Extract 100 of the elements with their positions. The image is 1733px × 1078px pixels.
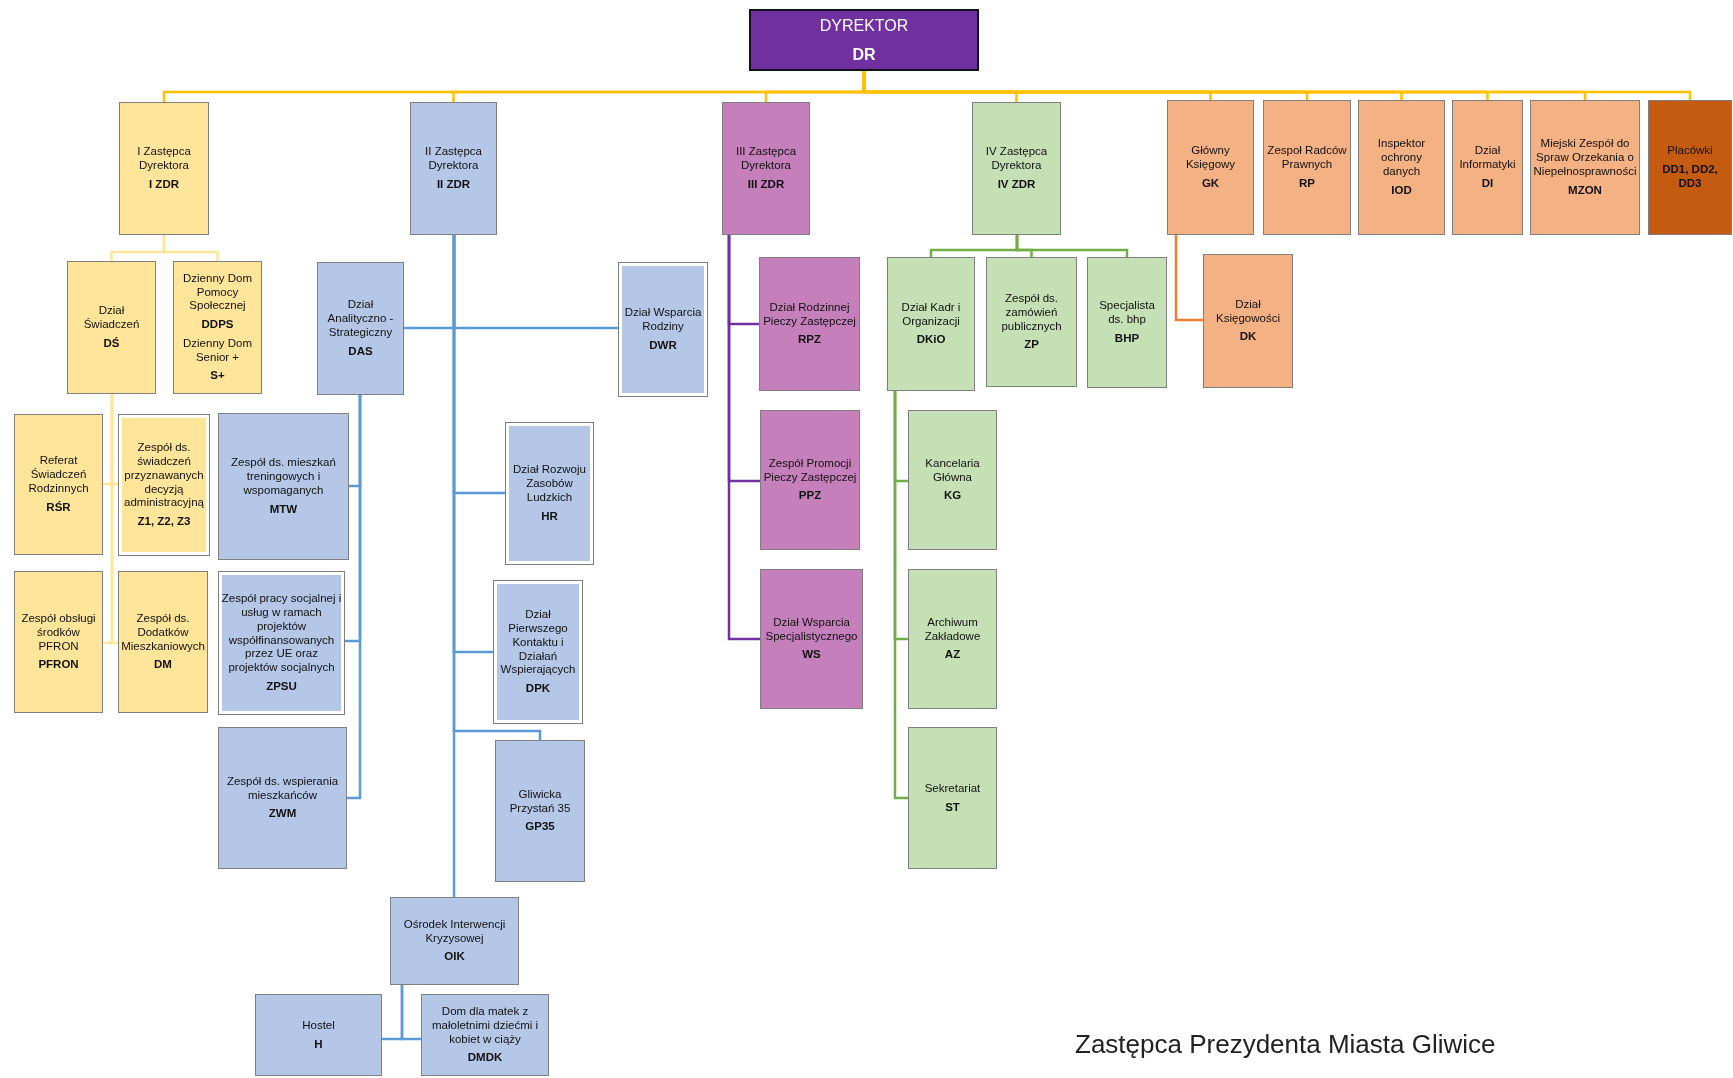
unit-name: Gliwicka Przystań 35 xyxy=(508,787,572,816)
unit-code: BHP xyxy=(1114,331,1140,346)
org-unit-box xyxy=(505,422,594,565)
unit-name: Zespół ds. świadczeń przyznawanych decyzją administracyjną xyxy=(123,441,205,511)
unit-code: DMDK xyxy=(467,1051,503,1066)
org-unit-box xyxy=(14,571,103,713)
unit-code: H xyxy=(314,1037,323,1052)
connector-line xyxy=(347,395,362,800)
unit-code: DWR xyxy=(649,338,677,353)
unit-code: DI xyxy=(1481,176,1494,191)
unit-code: S+ xyxy=(210,369,225,384)
unit-code: I ZDR xyxy=(149,177,179,192)
unit-name: Dział Rodzinnej Pieczy Zastępczej xyxy=(762,300,857,329)
unit-name: Ośrodek Interwencji Kryzysowej xyxy=(402,917,507,946)
org-unit-box xyxy=(1452,100,1523,235)
unit-code: DPK xyxy=(525,682,551,696)
unit-code: GP35 xyxy=(525,820,555,835)
unit-name: Dział Świadczeń xyxy=(82,304,141,332)
unit-name: I Zastępca Dyrektora xyxy=(136,145,192,173)
footer-text: Zastępca Prezydenta Miasta Gliwice xyxy=(1075,1029,1496,1060)
unit-name: Specjalista ds. bhp xyxy=(1098,299,1156,327)
unit-name: Dzienny Dom Senior + xyxy=(182,336,253,365)
connector-line xyxy=(727,235,760,641)
org-unit-box xyxy=(317,262,404,395)
org-unit-box xyxy=(760,569,863,709)
org-unit-box xyxy=(1358,100,1445,235)
unit-name: Zespół pracy socjalnej i usług w ramach projektów współfinansowanych przez UE oraz projektów socjalnych xyxy=(221,592,342,675)
unit-name: Zespół Promocji Pieczy Zastępczej xyxy=(763,456,857,485)
org-unit-box xyxy=(1087,257,1167,388)
unit-code: DKiO xyxy=(916,333,946,348)
unit-name: Dział Pierwszego Kontaktu i Działań Wspierających xyxy=(499,608,577,678)
unit-code: III ZDR xyxy=(747,177,785,192)
unit-name: Hostel xyxy=(302,1018,335,1033)
unit-name: Kancelaria Główna xyxy=(924,456,981,485)
connector-line xyxy=(400,985,421,1041)
unit-name: Referat Świadczeń Rodzinnych xyxy=(27,454,90,496)
org-unit-box xyxy=(722,102,810,235)
unit-code: PFRON xyxy=(38,658,79,673)
org-unit-box xyxy=(986,257,1077,387)
org-unit-box xyxy=(118,414,210,556)
unit-code: AZ xyxy=(944,648,961,663)
unit-name: Dział Rozwoju Zasobów Ludzkich xyxy=(512,463,587,505)
org-unit-box xyxy=(908,410,997,550)
unit-code: KG xyxy=(943,489,962,504)
connector-line xyxy=(452,235,456,899)
unit-name: Zespół ds. Dodatków Mieszkaniowych xyxy=(121,611,205,654)
unit-code: ZP xyxy=(1024,338,1039,353)
unit-code: RPZ xyxy=(798,333,821,348)
unit-code: DDPS xyxy=(201,318,234,332)
unit-name: Główny Księgowy xyxy=(1184,144,1237,172)
org-unit-box xyxy=(887,257,975,391)
unit-code: MZON xyxy=(1568,183,1602,198)
unit-code: HR xyxy=(541,509,558,524)
unit-name: Zespół ds. wspierania mieszkańców xyxy=(225,774,340,803)
org-unit-box xyxy=(1203,254,1293,388)
unit-name: Dom dla matek z małoletnimi dziećmi i kobiet w ciąży xyxy=(430,1004,540,1047)
unit-name: Dzienny Dom Pomocy Społecznej xyxy=(182,271,253,314)
org-unit-box xyxy=(1167,100,1254,235)
unit-name: Dział Analityczno - Strategiczny xyxy=(326,298,395,340)
unit-code: Z1, Z2, Z3 xyxy=(137,515,191,529)
org-unit-box xyxy=(495,740,585,882)
org-unit-box xyxy=(67,261,156,394)
connector-line xyxy=(162,235,219,261)
unit-code: MTW xyxy=(269,502,298,517)
unit-name: III Zastępca Dyrektora xyxy=(734,145,798,173)
unit-code: ZPSU xyxy=(266,680,297,694)
org-unit-box xyxy=(119,102,209,235)
unit-name: Sekretariat xyxy=(924,781,981,796)
unit-code: DM xyxy=(154,658,172,673)
unit-code: GK xyxy=(1201,176,1220,191)
unit-name: Archiwum Zakładowe xyxy=(923,615,982,644)
unit-code: IOD xyxy=(1391,183,1412,198)
org-unit-box xyxy=(255,994,382,1076)
connector-line xyxy=(110,394,118,645)
org-unit-box xyxy=(173,261,262,394)
unit-code: ZWM xyxy=(268,807,297,822)
connector-line xyxy=(1174,235,1203,322)
unit-name: Zespół ds. zamówień publicznych xyxy=(1000,291,1063,334)
unit-name: Placówki xyxy=(1667,144,1713,159)
org-unit-box xyxy=(618,262,708,397)
unit-code: DK xyxy=(1239,330,1257,345)
unit-code: DŚ xyxy=(103,336,120,351)
org-unit-box xyxy=(972,102,1061,235)
unit-name: Dział Księgowości xyxy=(1215,297,1281,326)
org-unit-box xyxy=(118,571,208,713)
unit-code: II ZDR xyxy=(436,177,471,192)
unit-name: Dział Kadr i Organizacji xyxy=(900,300,962,329)
org-unit-box xyxy=(760,410,860,550)
connector-line xyxy=(893,391,908,800)
unit-code: WS xyxy=(802,648,821,663)
unit-name: Zespół ds. mieszkań treningowych i wspomaganych xyxy=(230,456,337,498)
unit-code: IV ZDR xyxy=(997,177,1036,192)
org-unit-box xyxy=(390,897,519,985)
org-unit-box xyxy=(908,727,997,869)
unit-name: Dział Informatyki xyxy=(1458,144,1517,172)
org-unit-box xyxy=(908,569,997,709)
org-unit-box xyxy=(410,102,497,235)
unit-code: OIK xyxy=(444,950,465,965)
connector-line xyxy=(1015,235,1129,257)
unit-code: PPZ xyxy=(798,489,822,504)
